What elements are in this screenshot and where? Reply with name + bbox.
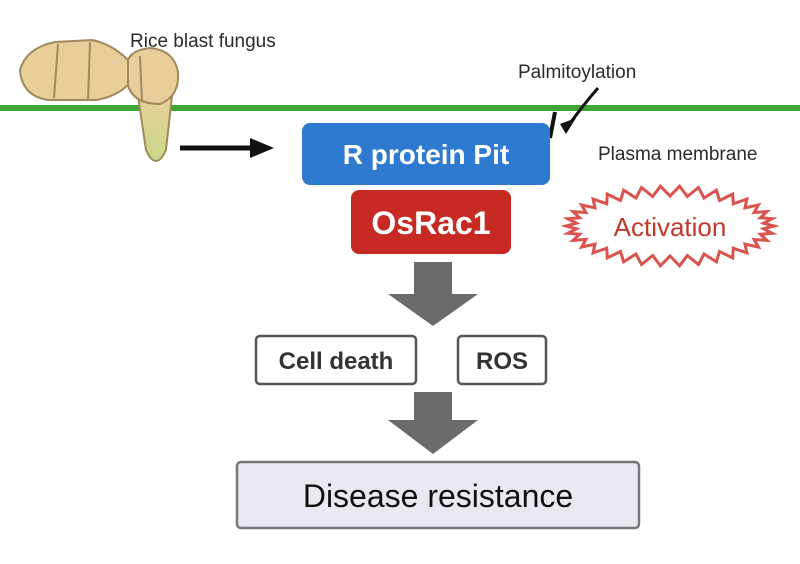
osrac1-box — [351, 190, 511, 254]
palmitoyl-anchor — [548, 111, 557, 139]
r-protein-pit-label: R protein Pit — [343, 139, 509, 170]
cell-death-label: Cell death — [279, 348, 394, 375]
gray-arrow-2 — [388, 392, 478, 454]
rice-blast-fungus-icon — [18, 38, 180, 162]
osrac1-label: OsRac1 — [371, 205, 490, 241]
palmitoylation-label: Palmitoylation — [518, 62, 636, 83]
ros-label: ROS — [476, 348, 528, 375]
fungus-label: Rice blast fungus — [130, 31, 276, 52]
plasma-membrane-label: Plasma membrane — [598, 144, 757, 165]
gray-arrow-1 — [388, 262, 478, 326]
activation-label: Activation — [614, 212, 727, 242]
ros-box — [456, 334, 548, 386]
plasma-membrane-line — [0, 105, 800, 111]
fungus-to-r-protein-arrow — [180, 138, 274, 158]
cell-death-box — [254, 334, 418, 386]
disease-resistance-box — [235, 460, 641, 530]
activation-burst — [560, 183, 780, 269]
r-protein-pit-box — [302, 123, 550, 185]
disease-resistance-label: Disease resistance — [303, 478, 573, 514]
palmitoylation-pointer-head — [560, 118, 576, 134]
